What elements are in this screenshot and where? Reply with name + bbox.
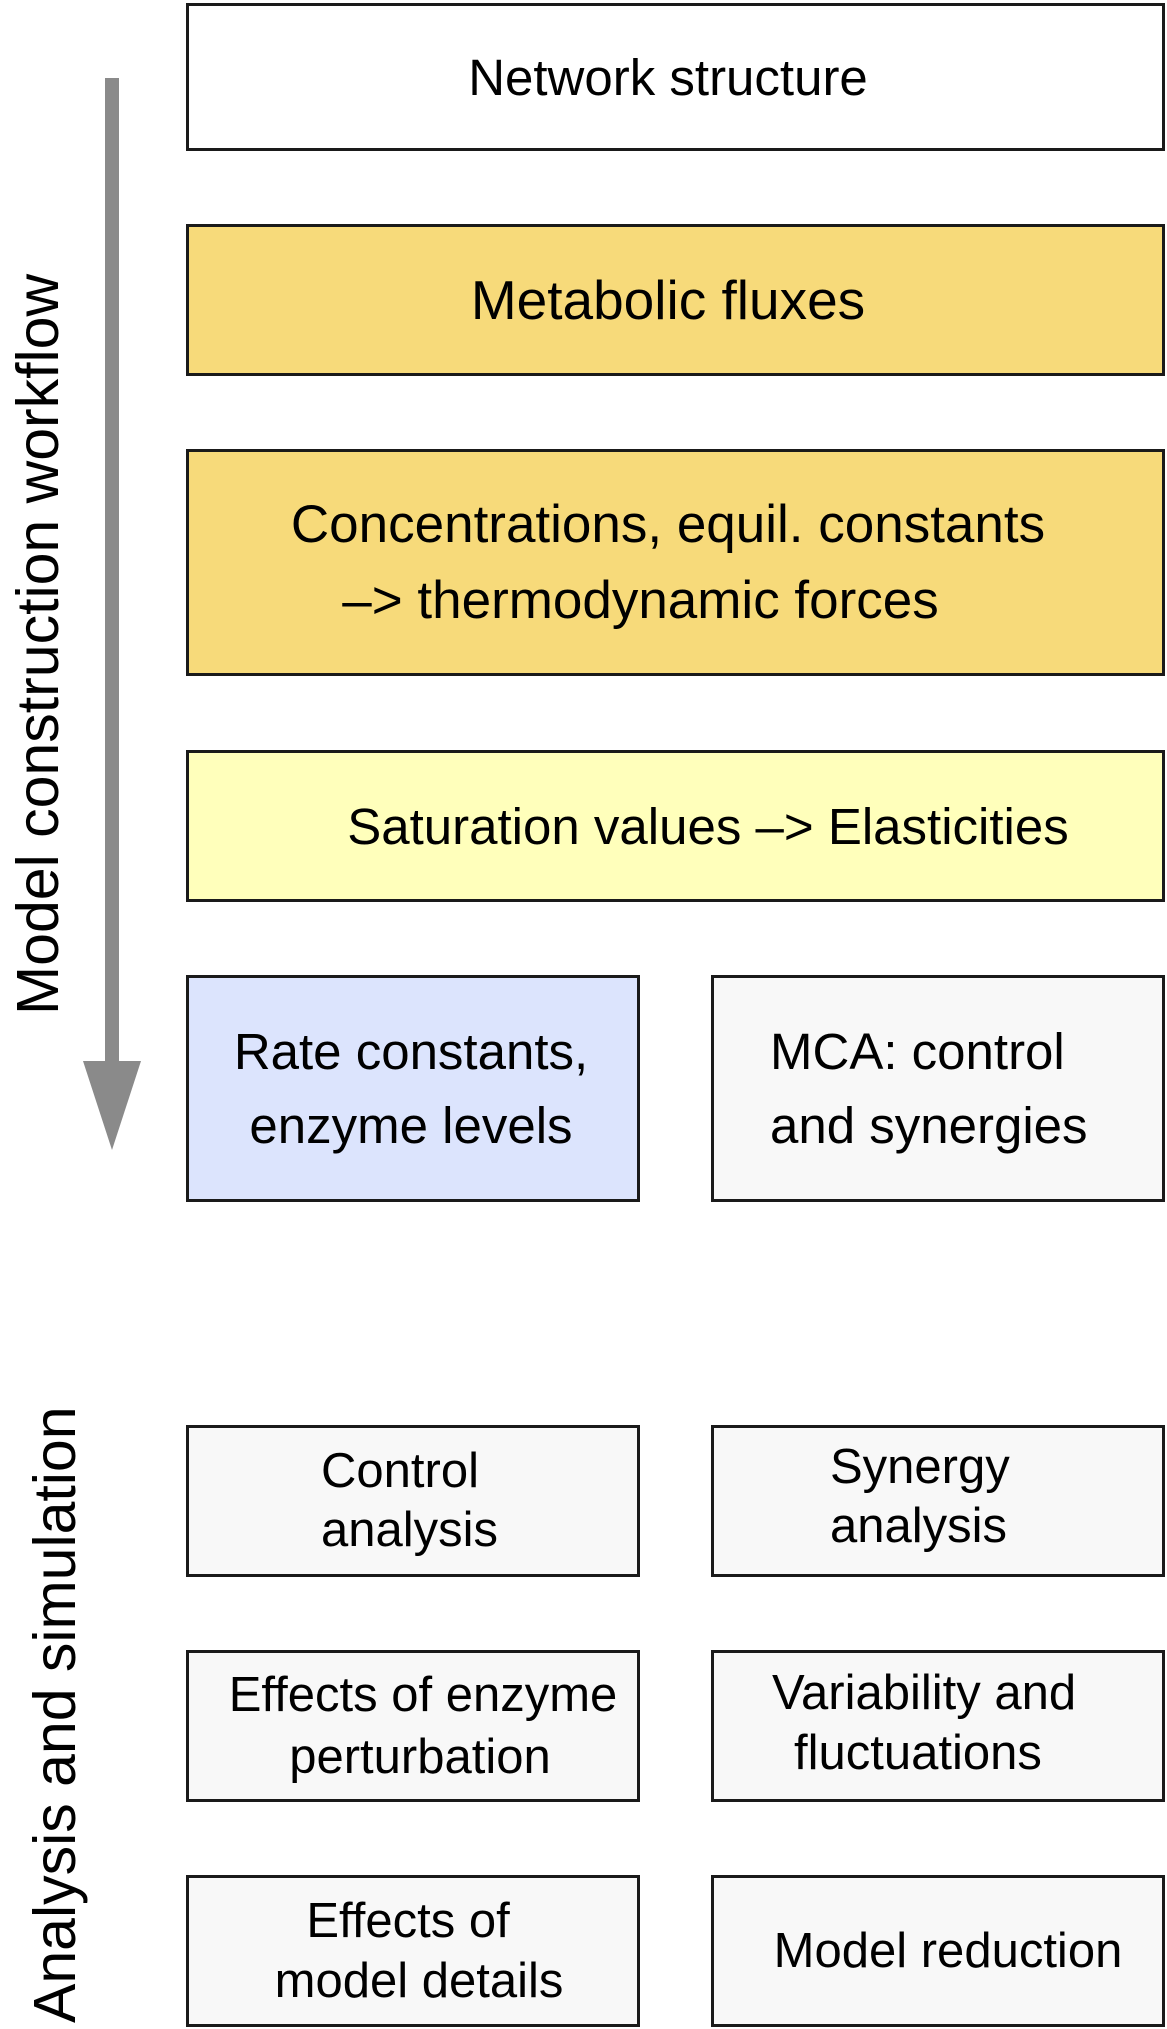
- metabolic-fluxes-box: Metabolic fluxes: [186, 224, 1165, 376]
- mca-box: MCA: control and synergies: [711, 975, 1165, 1202]
- concentrations-box: Concentrations, equil. constants –> ther…: [186, 449, 1165, 676]
- mca-line1: MCA: control: [770, 1022, 1065, 1080]
- enzyme-perturbation-box: Effects of enzyme perturbation: [186, 1650, 640, 1802]
- concentrations-line1: Concentrations, equil. constants: [290, 494, 1046, 554]
- model-details-line1: Effects of: [306, 1894, 510, 1948]
- mca-line2: and synergies: [770, 1096, 1088, 1154]
- rate-constants-box: Rate constants, enzyme levels: [186, 975, 640, 1202]
- control-analysis-box: Control analysis: [186, 1425, 640, 1577]
- workflow-arrow: [83, 78, 141, 1150]
- synergy-analysis-line2: analysis: [830, 1499, 1008, 1553]
- control-analysis-line1: Control: [321, 1444, 479, 1498]
- analysis-side-label: Analysis and simulation: [22, 1406, 88, 2023]
- workflow-side-label: Model construction workflow: [5, 273, 71, 1015]
- model-details-line2: model details: [274, 1954, 564, 2008]
- synergy-analysis-line1: Synergy: [830, 1440, 1010, 1494]
- control-analysis-line2: analysis: [321, 1503, 499, 1557]
- model-details-box: Effects of model details: [186, 1875, 640, 2027]
- enzyme-perturbation-line2: perturbation: [289, 1730, 551, 1784]
- rate-constants-line1: Rate constants,: [233, 1022, 589, 1080]
- saturation-label: Saturation values –> Elasticities: [347, 797, 1069, 855]
- network-structure-label: Network structure: [468, 48, 868, 106]
- rate-constants-line2: enzyme levels: [249, 1096, 573, 1154]
- enzyme-perturbation-line1: Effects of enzyme: [228, 1668, 618, 1722]
- workflow-arrow-head: [83, 1061, 141, 1150]
- model-reduction-box: Model reduction: [711, 1875, 1165, 2027]
- workflow-arrow-shaft: [105, 78, 119, 1068]
- synergy-analysis-box: Synergy analysis: [711, 1425, 1165, 1577]
- model-reduction-label: Model reduction: [773, 1924, 1123, 1978]
- variability-line2: fluctuations: [794, 1726, 1042, 1780]
- concentrations-line2: –> thermodynamic forces: [342, 570, 939, 630]
- variability-box: Variability and fluctuations: [711, 1650, 1165, 1802]
- variability-line1: Variability and: [772, 1666, 1077, 1720]
- network-structure-box: Network structure: [186, 3, 1165, 151]
- metabolic-fluxes-label: Metabolic fluxes: [470, 269, 866, 331]
- saturation-box: Saturation values –> Elasticities: [186, 750, 1165, 902]
